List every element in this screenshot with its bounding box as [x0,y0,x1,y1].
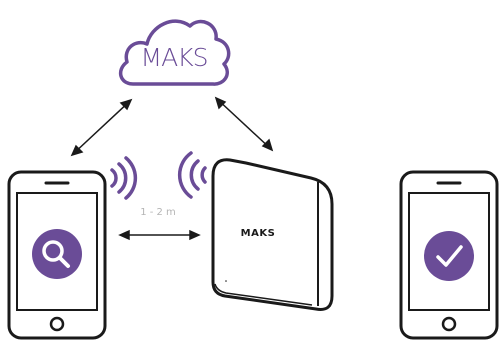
arrow-cloud-to-phone [70,98,133,157]
hub-label: MAKS [240,228,276,239]
hub-device-icon [211,158,334,311]
distance-label: 1 - 2 m [140,207,176,218]
arrow-phone-to-hub [118,229,201,241]
cloud-icon [118,19,231,86]
hub-wireless-signal-icon [177,151,207,199]
search-icon [32,229,82,279]
arrow-cloud-to-hub [214,96,274,152]
cloud-label: MAKS [140,43,209,72]
checkmark-icon [424,231,474,281]
wireless-signal-icon [110,156,138,200]
home-button [441,316,457,332]
home-button [49,316,65,332]
